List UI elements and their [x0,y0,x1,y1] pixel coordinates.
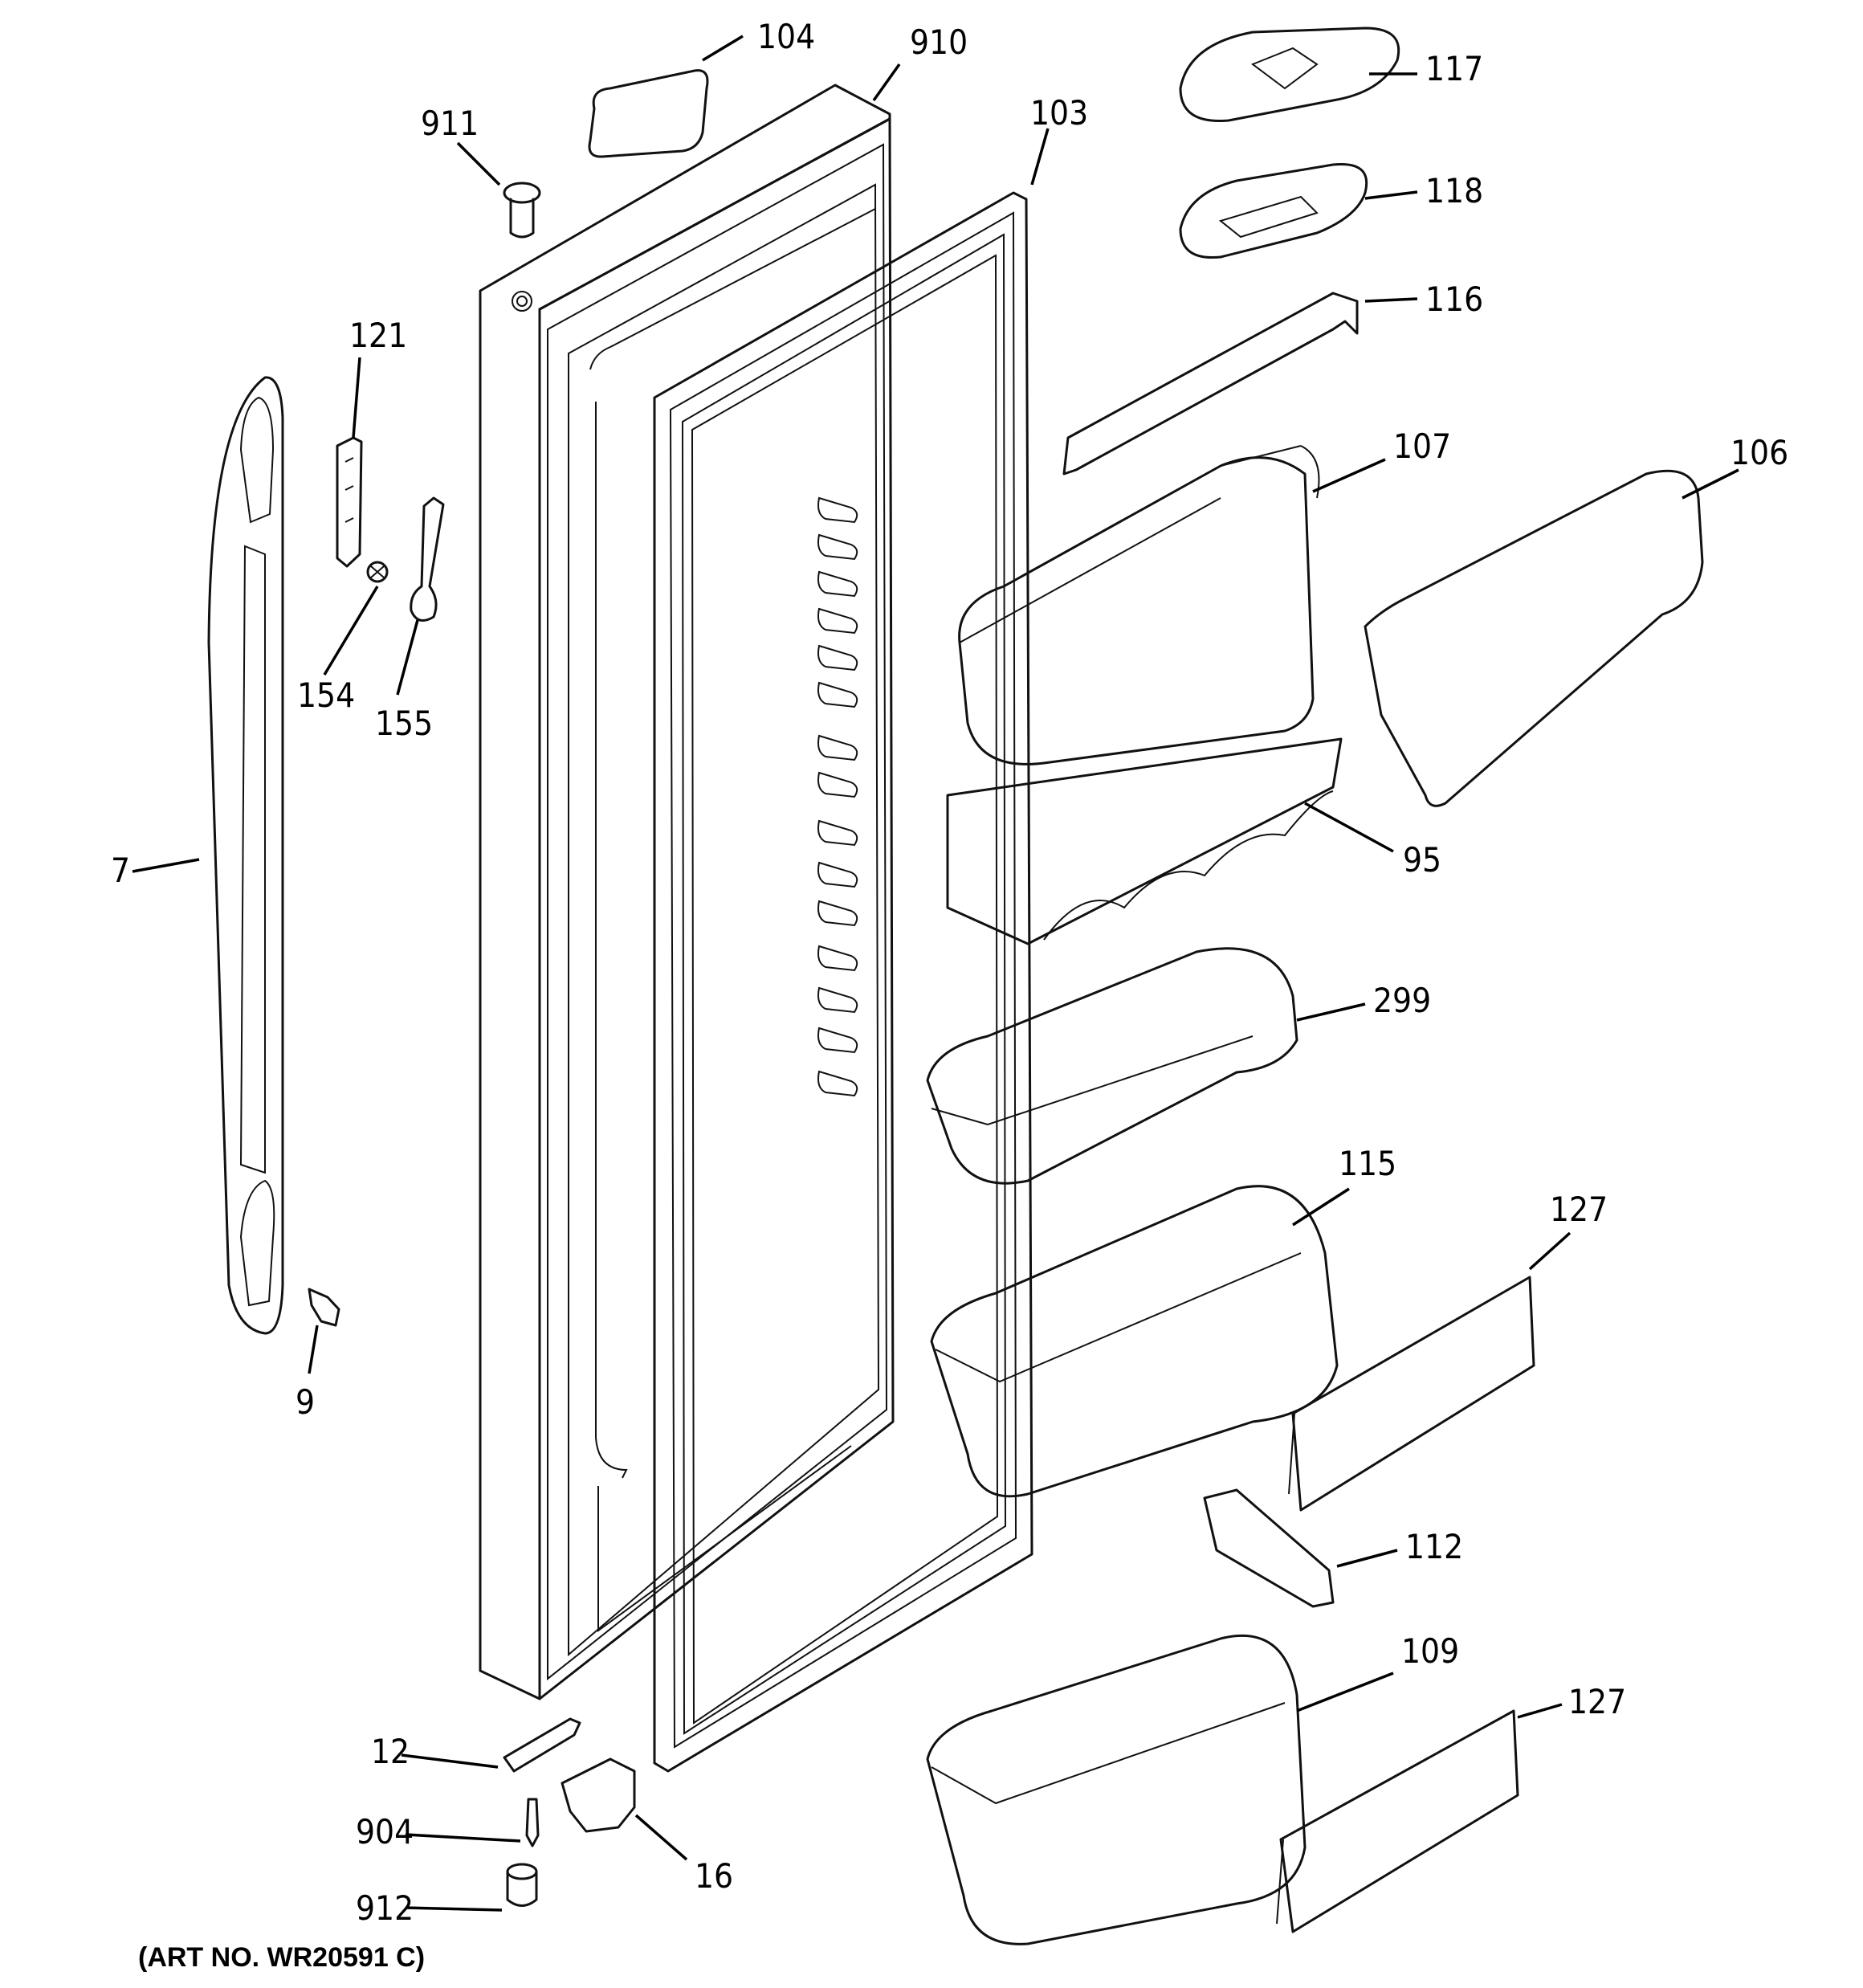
lower-hinge-cam [561,1757,636,1833]
callout-117: 117 [1425,49,1483,88]
callout-107: 107 [1393,427,1451,466]
shelf-rail-bar [1062,292,1359,476]
bin-front-127a [1288,1276,1535,1512]
handle-mount-bracket [336,436,363,568]
door-bin-107 [958,445,1320,765]
wire-rack-95 [946,737,1343,945]
callout-109: 109 [1401,1631,1459,1671]
bracket-screw [366,561,389,583]
callout-12: 12 [371,1732,410,1771]
callout-106: 106 [1731,433,1788,472]
handle-mount-stud [308,1288,340,1327]
bin-front-127b [1276,1709,1519,1933]
ice-bin-tray [1179,162,1368,259]
art-number-caption: (ART NO. WR20591 C) [138,1942,426,1973]
door-bin-109 [926,1634,1307,1945]
callout-112: 112 [1405,1527,1463,1566]
door-stop-bracket [503,1717,581,1773]
door-handle [207,376,284,1335]
callout-95: 95 [1403,840,1441,880]
ice-bin-lid [1179,27,1400,122]
callout-16: 16 [695,1856,733,1896]
callout-9: 9 [296,1382,315,1422]
callout-912: 912 [356,1888,414,1928]
handle-key-tool [410,496,445,622]
door-stop-112 [1203,1488,1335,1608]
callout-155: 155 [375,704,433,743]
hinge-screw-lower [525,1798,540,1847]
callout-904: 904 [356,1812,414,1851]
door-bin-115 [930,1185,1339,1498]
callout-104: 104 [757,17,815,56]
liner-shelf-ribs [817,496,858,1097]
callout-127b: 127 [1568,1682,1626,1721]
bottle-cover-106 [1364,469,1704,807]
callout-103: 103 [1030,93,1088,133]
callout-115: 115 [1339,1144,1396,1183]
callout-116: 116 [1425,280,1483,319]
callout-910: 910 [910,22,968,62]
callout-127a: 127 [1550,1190,1608,1229]
callout-911: 911 [421,104,479,143]
dispenser-cover-cap [588,69,709,158]
callout-121: 121 [349,316,407,355]
hinge-bushing-top [503,182,541,239]
callout-7: 7 [111,851,130,890]
callout-118: 118 [1425,171,1483,210]
door-outer-panel [479,84,895,1700]
hinge-bushing-bottom [506,1863,538,1907]
door-shelf-299 [926,947,1298,1185]
callout-labels: 104 910 911 103 117 118 116 121 107 106 … [111,17,1788,1928]
callout-299: 299 [1373,981,1431,1020]
callout-154: 154 [297,676,355,715]
door-gasket [653,191,1033,1773]
leader-lines [132,35,1739,1912]
